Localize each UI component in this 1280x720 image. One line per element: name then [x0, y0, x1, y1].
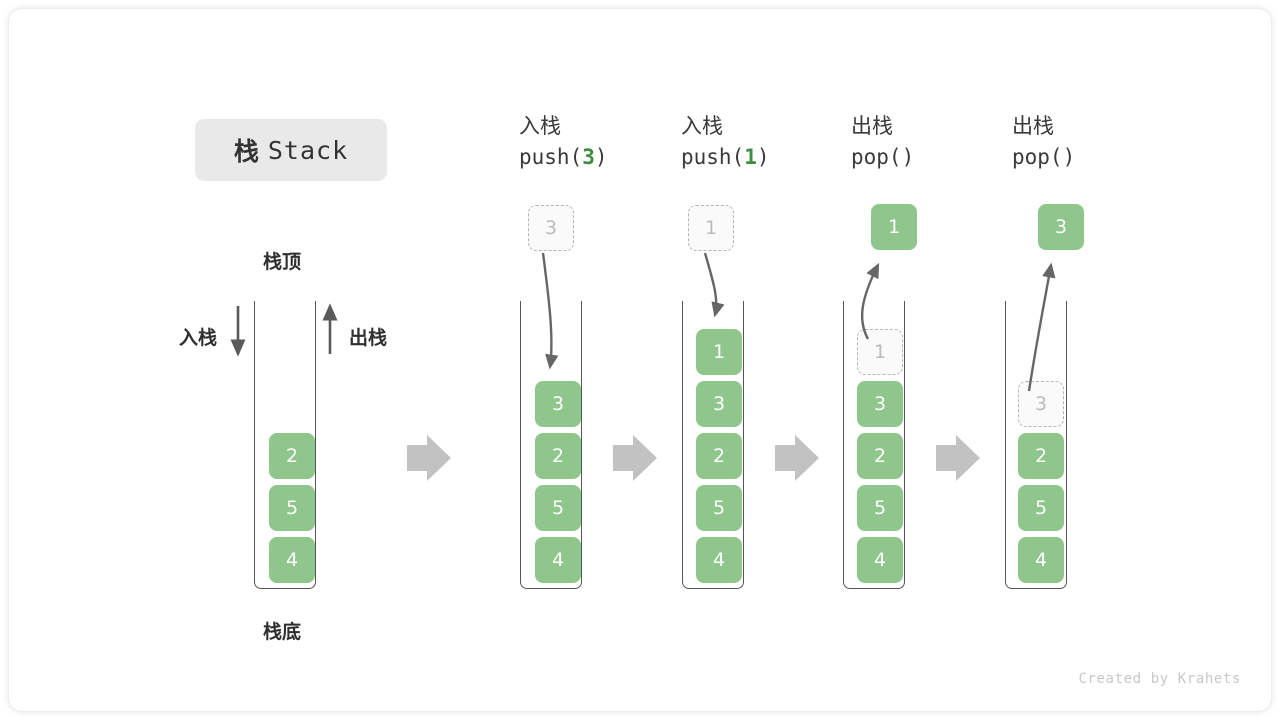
code-prefix: pop(	[851, 145, 902, 169]
stack-cell: 4	[1018, 537, 1064, 583]
stack-cell: 4	[857, 537, 903, 583]
stack-bottom-label: 栈底	[263, 621, 302, 643]
pop-direction-label: 出栈	[349, 327, 388, 349]
stack-cell: 2	[1018, 433, 1064, 479]
stack-cell: 5	[269, 485, 315, 531]
diagram-title-chip: 栈 Stack	[195, 119, 387, 181]
push-direction-label: 入栈	[179, 327, 218, 349]
code-suffix: )	[901, 145, 915, 169]
step-arrow-1-icon	[407, 435, 451, 481]
stack-container-pop-1	[843, 301, 905, 589]
code-suffix: )	[756, 145, 770, 169]
title-cn: 栈	[233, 137, 259, 166]
stack-cell: 5	[535, 485, 581, 531]
popped-element-3: 3	[1038, 204, 1084, 250]
step-arrow-3-icon	[775, 435, 819, 481]
step-arrow-4-icon	[936, 435, 980, 481]
diagram-canvas: 栈 Stack 栈顶 栈底 入栈 出栈 入栈 push(3) 入栈 push(1…	[8, 8, 1272, 712]
stack-cell: 2	[535, 433, 581, 479]
stack-cell: 5	[1018, 485, 1064, 531]
title-en: Stack	[267, 135, 349, 165]
stack-cell: 5	[857, 485, 903, 531]
code-arg: 3	[582, 145, 595, 169]
incoming-element-1: 1	[688, 205, 734, 251]
stack-cell: 4	[535, 537, 581, 583]
stack-cell: 2	[696, 433, 742, 479]
column-header-pop-1: 出栈 pop()	[851, 111, 1021, 173]
incoming-element-3: 3	[528, 205, 574, 251]
column-header-line2: pop()	[1012, 141, 1182, 173]
column-header-line1: 出栈	[851, 114, 893, 138]
code-prefix: pop(	[1012, 145, 1063, 169]
stack-cell: 3	[535, 381, 581, 427]
code-prefix: push(	[519, 145, 583, 169]
column-header-line1: 入栈	[519, 114, 561, 138]
stack-container-push-1	[682, 301, 744, 589]
stack-container-initial	[254, 301, 316, 589]
code-prefix: push(	[681, 145, 745, 169]
stack-cell: 3	[857, 381, 903, 427]
column-header-line1: 出栈	[1012, 114, 1054, 138]
stack-cell: 5	[696, 485, 742, 531]
column-header-push-3: 入栈 push(3)	[519, 111, 689, 173]
column-header-line2: push(3)	[519, 141, 689, 173]
popped-element-1: 1	[871, 204, 917, 250]
step-arrow-2-icon	[613, 435, 657, 481]
column-header-pop-3: 出栈 pop()	[1012, 111, 1182, 173]
column-header-line1: 入栈	[681, 114, 723, 138]
stack-cell: 3	[696, 381, 742, 427]
watermark-credit: Created by Krahets	[1078, 671, 1241, 687]
column-header-push-1: 入栈 push(1)	[681, 111, 851, 173]
stack-cell: 2	[269, 433, 315, 479]
column-header-line2: push(1)	[681, 141, 851, 173]
stack-cell: 1	[857, 329, 903, 375]
stack-cell: 1	[696, 329, 742, 375]
stack-container-push-3	[520, 301, 582, 589]
code-arg: 1	[744, 145, 757, 169]
column-header-line2: pop()	[851, 141, 1021, 173]
code-suffix: )	[594, 145, 608, 169]
code-suffix: )	[1062, 145, 1076, 169]
stack-cell: 4	[269, 537, 315, 583]
stack-top-label: 栈顶	[263, 251, 302, 273]
stack-cell: 2	[857, 433, 903, 479]
stack-cell: 3	[1018, 381, 1064, 427]
stack-cell: 4	[696, 537, 742, 583]
stack-container-pop-3	[1005, 301, 1067, 589]
